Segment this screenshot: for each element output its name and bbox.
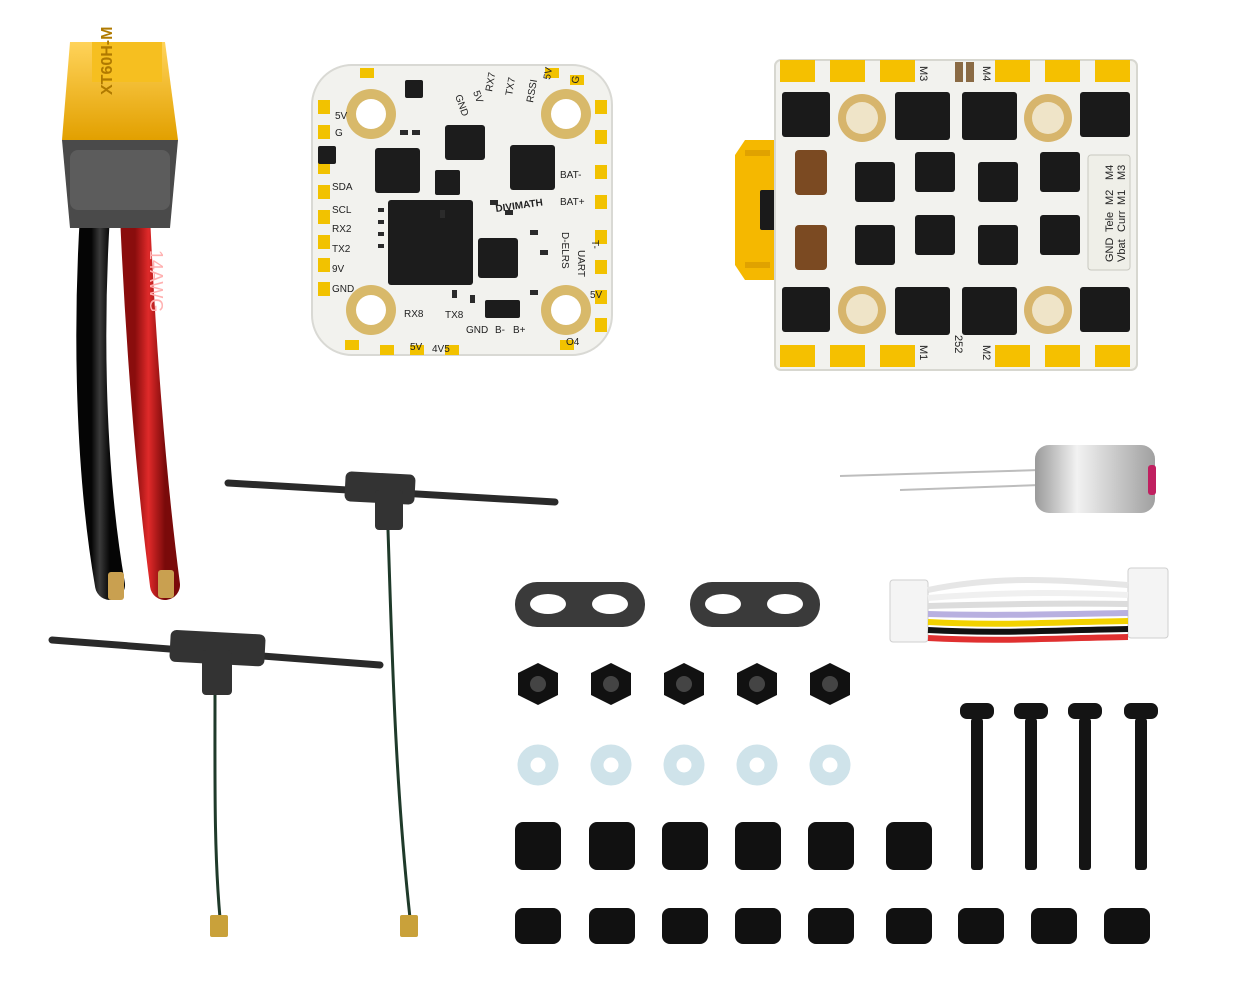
svg-text:B+: B+ <box>513 325 526 336</box>
carbon-gasket <box>690 582 820 627</box>
red-wire <box>120 200 180 600</box>
svg-text:G: G <box>570 75 582 85</box>
svg-text:UART: UART <box>575 250 586 277</box>
fc-labels-top: GND 5V RX7 TX7 RSSI 5V G <box>452 66 582 118</box>
svg-text:TX7: TX7 <box>504 76 518 96</box>
svg-text:5V: 5V <box>410 342 423 353</box>
wire-gauge-label: 14AWG <box>146 250 166 312</box>
svg-text:GND: GND <box>1104 238 1116 263</box>
fc-edge-pads <box>318 68 607 355</box>
svg-text:5V: 5V <box>470 89 485 105</box>
esc-board: M3 M4 M1 M2 252 Vbat GND Curr Tele M1 M2… <box>735 59 1138 371</box>
svg-text:M4: M4 <box>980 66 992 81</box>
esc-power-connector <box>735 140 780 280</box>
svg-text:9V: 9V <box>332 264 345 275</box>
nylon-washers <box>517 744 851 786</box>
fc-labels-left: 5V G SDA SCL RX2 TX2 9V GND RX8 <box>332 111 424 320</box>
svg-text:M3: M3 <box>1116 165 1128 180</box>
m3-screws <box>960 703 1158 870</box>
esc-connector-labels: Vbat GND Curr Tele M1 M2 M3 M4 <box>1104 165 1128 262</box>
esc-signal-connector <box>1087 154 1131 271</box>
esc-mount-holes <box>838 94 1072 334</box>
rubber-grommets <box>515 822 932 870</box>
svg-text:5V: 5V <box>542 66 555 80</box>
fc-mount-holes <box>346 89 591 335</box>
svg-text:5V: 5V <box>335 111 348 122</box>
svg-text:TX8: TX8 <box>445 310 464 321</box>
svg-text:4V5: 4V5 <box>432 344 450 355</box>
svg-text:GND: GND <box>466 325 488 336</box>
fc-chips <box>318 80 555 318</box>
svg-text:G: G <box>335 128 343 139</box>
svg-text:M4: M4 <box>1104 165 1116 180</box>
svg-text:RX2: RX2 <box>332 224 352 235</box>
svg-text:M1: M1 <box>917 345 929 360</box>
svg-text:M2: M2 <box>980 345 992 360</box>
svg-text:SCL: SCL <box>332 205 352 216</box>
esc-inductor <box>795 150 827 195</box>
esc-motor-pads <box>780 60 1130 367</box>
svg-text:M3: M3 <box>917 66 929 81</box>
antenna-small <box>48 629 384 937</box>
svg-text:B-: B- <box>495 325 505 336</box>
flight-controller: DIVIMATH 5V G SDA SCL RX2 TX2 9V GND RX8… <box>311 64 613 356</box>
xt60-label: XT60H-M <box>99 27 116 95</box>
svg-text:GND: GND <box>332 284 354 295</box>
svg-text:Curr: Curr <box>1116 210 1128 232</box>
svg-text:RSSI: RSSI <box>525 79 540 104</box>
rubber-grommets <box>515 908 1150 944</box>
svg-text:BAT-: BAT- <box>560 170 581 181</box>
svg-text:RX8: RX8 <box>404 309 424 320</box>
antenna-large <box>224 471 559 937</box>
svg-text:RX7: RX7 <box>484 71 498 92</box>
black-wire <box>76 200 125 600</box>
nuts <box>518 663 850 705</box>
svg-text:TX2: TX2 <box>332 244 351 255</box>
svg-text:M2: M2 <box>1104 190 1116 205</box>
svg-text:Tele: Tele <box>1104 212 1116 232</box>
esc-inductor <box>795 225 827 270</box>
fc-labels-right: BAT- BAT+ T- 5V D-ELRS UART O4 <box>559 170 603 348</box>
svg-text:D-ELRS: D-ELRS <box>559 232 570 269</box>
svg-text:Vbat: Vbat <box>1116 239 1128 262</box>
svg-text:O4: O4 <box>566 337 580 348</box>
svg-text:252: 252 <box>952 335 964 353</box>
esc-mosfets <box>782 92 1130 335</box>
svg-text:5V: 5V <box>590 290 603 301</box>
svg-text:BAT+: BAT+ <box>560 197 585 208</box>
capacitor <box>839 445 1156 513</box>
svg-text:T-: T- <box>589 240 600 249</box>
fc-passives <box>378 130 548 303</box>
signal-cable <box>889 567 1169 643</box>
svg-text:M1: M1 <box>1116 190 1128 205</box>
svg-text:SDA: SDA <box>332 182 353 193</box>
xt60-power-lead: 14AWG XT60H-M <box>62 27 180 600</box>
fc-labels-bottom: 5V 4V5 B- B+ GND TX8 <box>410 310 526 355</box>
carbon-gasket <box>515 582 645 627</box>
